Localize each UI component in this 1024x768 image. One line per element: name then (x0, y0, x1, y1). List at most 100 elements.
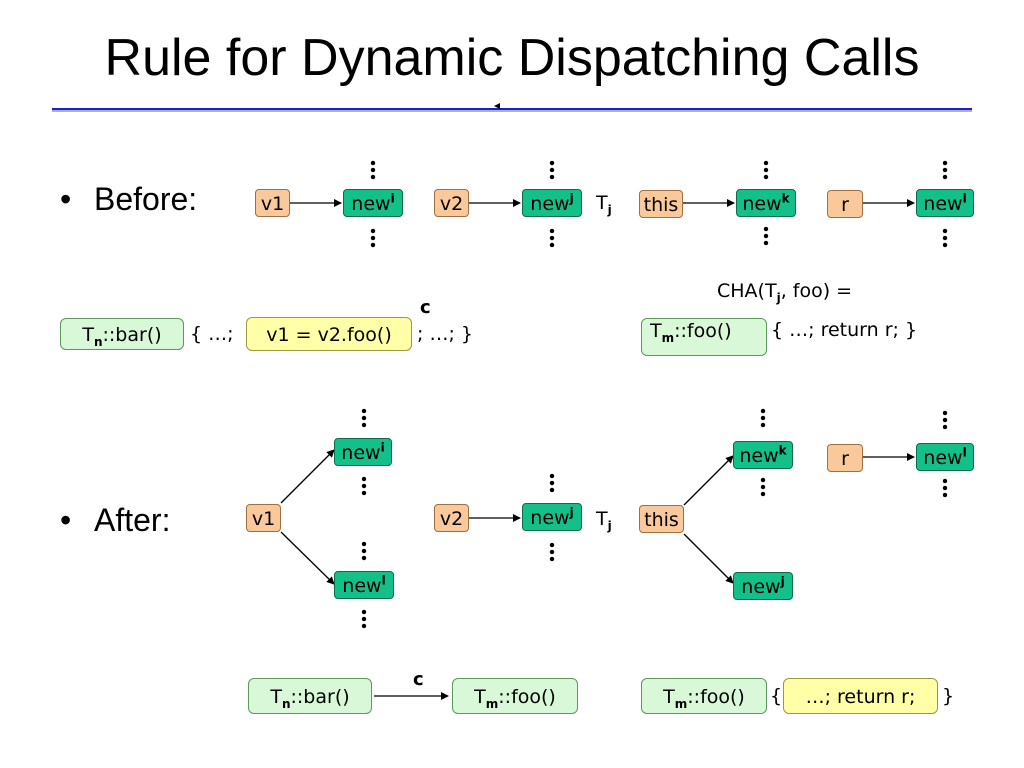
obj-sup: j (569, 505, 574, 520)
ellipsis-icon (942, 160, 948, 180)
ellipsis-icon (361, 541, 367, 561)
before-var-r: r (827, 190, 863, 218)
obj-label: new (351, 193, 391, 215)
bullet-after-label: After: (94, 502, 171, 538)
ellipsis-icon (361, 609, 367, 629)
obj-label: new (741, 576, 781, 598)
before-var-v1: v1 (255, 189, 290, 217)
before-callee-method: Tm::foo() (641, 318, 767, 356)
obj-label: new (923, 193, 963, 215)
after-type-tj: Tj (596, 505, 612, 533)
before-obj-new-j: newj (522, 189, 582, 217)
method-base: T (82, 324, 94, 346)
obj-sup: k (778, 443, 787, 458)
type-sub: j (607, 518, 612, 533)
after-obj-new-j: newj (522, 503, 582, 531)
cha-prefix: CHA(T (717, 280, 777, 302)
method-sub: n (281, 696, 291, 711)
edge-after-this-newj (683, 533, 734, 584)
cha-suffix: , foo) = (780, 280, 853, 302)
type-base: T (596, 508, 608, 530)
after-callee-method: Tm::foo() (641, 678, 767, 714)
ellipsis-icon (361, 408, 367, 428)
obj-label: new (530, 193, 570, 215)
after-obj-new-k: newk (733, 441, 793, 469)
ellipsis-icon (361, 476, 367, 496)
obj-sup: k (781, 191, 790, 206)
page-title: Rule for Dynamic Dispatching Calls (104, 29, 920, 87)
edge-after-v1-newi (280, 449, 335, 504)
ellipsis-icon (760, 408, 766, 428)
after-obj-new-i: newi (334, 438, 392, 466)
title-divider (52, 108, 972, 110)
method-base: T (663, 686, 675, 708)
method-base: T (270, 686, 282, 708)
method-rest: ::foo() (687, 686, 745, 708)
obj-label: new (742, 193, 782, 215)
method-sub: m (674, 696, 688, 711)
obj-label: new (923, 447, 963, 469)
after-var-v1: v1 (246, 504, 281, 532)
obj-label: new (530, 507, 570, 529)
method-rest: ::bar() (102, 324, 162, 346)
ellipsis-icon (763, 160, 769, 180)
method-base: T (650, 320, 662, 342)
cha-sub: j (776, 290, 781, 305)
obj-sup: j (780, 574, 785, 589)
after-var-v2: v2 (434, 504, 469, 532)
before-call-statement: v1 = v2.foo() (246, 317, 412, 351)
after-callee-open: { (770, 685, 783, 707)
before-caller-close: ; …; } (417, 323, 473, 345)
method-rest: ::bar() (290, 686, 350, 708)
ellipsis-icon (549, 473, 555, 493)
method-sub: m (661, 330, 675, 345)
before-obj-new-i: newi (343, 189, 403, 217)
obj-sup: i (390, 191, 395, 206)
after-call-edge-label: c (413, 669, 424, 690)
type-sub: j (607, 202, 612, 217)
before-cha-expression: CHA(Tj, foo) = (717, 277, 852, 305)
bullet-before-label: Before: (94, 181, 198, 217)
ellipsis-icon (370, 160, 376, 180)
obj-label: new (341, 442, 381, 464)
after-caller-method: Tn::bar() (248, 678, 372, 714)
before-obj-new-l: newl (916, 189, 974, 217)
before-caller-method: Tn::bar() (60, 318, 184, 350)
bullet-before: • Before: (60, 179, 197, 219)
after-obj-new-l-2: newl (916, 443, 974, 471)
before-callee-body: { …; return r; } (771, 319, 918, 341)
ellipsis-icon (763, 226, 769, 246)
after-callee-close: } (942, 685, 955, 707)
method-sub: m (485, 696, 499, 711)
after-var-r: r (827, 444, 863, 472)
edge-after-v1-newl (280, 531, 335, 585)
obj-label: new (342, 575, 382, 597)
after-target-method: Tm::foo() (452, 678, 578, 714)
divider-marker (494, 103, 500, 109)
after-obj-new-l: newl (334, 571, 394, 599)
ellipsis-icon (942, 410, 948, 430)
ellipsis-icon (942, 228, 948, 248)
after-var-this: this (639, 505, 684, 533)
obj-sup: i (380, 440, 385, 455)
ellipsis-icon (370, 228, 376, 248)
after-obj-new-j-2: newj (733, 572, 793, 600)
before-var-this: this (639, 190, 683, 218)
ellipsis-icon (549, 160, 555, 180)
method-base: T (474, 686, 486, 708)
bullet-after: •After: (60, 500, 170, 540)
type-base: T (596, 192, 608, 214)
before-var-v2: v2 (434, 189, 469, 217)
ellipsis-icon (760, 477, 766, 497)
method-sub: n (93, 334, 103, 349)
edge-after-this-newk (683, 455, 734, 506)
before-call-site-label: c (420, 297, 431, 318)
ellipsis-icon (942, 478, 948, 498)
obj-sup: j (569, 191, 574, 206)
obj-sup: l (381, 573, 386, 588)
before-obj-new-k: newk (736, 189, 796, 217)
method-rest: ::foo() (498, 686, 556, 708)
bullet-dot: • (60, 181, 72, 217)
ellipsis-icon (549, 228, 555, 248)
